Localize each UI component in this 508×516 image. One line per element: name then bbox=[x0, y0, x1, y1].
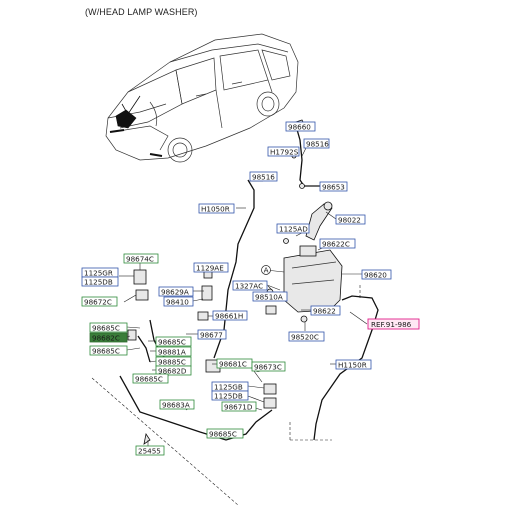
svg-text:98673C: 98673C bbox=[254, 363, 282, 372]
svg-text:98660: 98660 bbox=[288, 123, 311, 132]
label-98685c-c[interactable]: 98685C bbox=[89, 345, 128, 356]
label-98520c[interactable]: 98520C bbox=[288, 331, 325, 342]
label-1129ae[interactable]: 1129AE bbox=[193, 262, 229, 273]
label-1125db-top[interactable]: 1125DB bbox=[81, 276, 119, 287]
svg-text:98885C: 98885C bbox=[158, 358, 186, 367]
svg-text:98671D: 98671D bbox=[224, 403, 253, 412]
label-98673c[interactable]: 98673C bbox=[251, 361, 286, 372]
svg-text:98881A: 98881A bbox=[158, 348, 186, 357]
label-98510a[interactable]: 98510A bbox=[252, 291, 288, 302]
label-1125ad[interactable]: 1125AD bbox=[276, 223, 310, 234]
label-98410[interactable]: 98410 bbox=[163, 296, 194, 307]
svg-text:1129AE: 1129AE bbox=[196, 264, 224, 273]
svg-text:1125DB: 1125DB bbox=[84, 278, 113, 287]
svg-text:1125GR: 1125GR bbox=[84, 269, 113, 278]
svg-text:98520C: 98520C bbox=[291, 333, 319, 342]
callout-a-top-text: A bbox=[264, 266, 269, 275]
label-98629a[interactable]: 98629A bbox=[158, 286, 194, 297]
label-98685c-d[interactable]: 98685C bbox=[132, 373, 169, 384]
label-98682d[interactable]: 98682D bbox=[155, 365, 192, 376]
label-98685c-a[interactable]: 98685C bbox=[89, 322, 128, 333]
label-25455[interactable]: 25455 bbox=[135, 445, 165, 456]
label-98685c-b[interactable]: 98685C bbox=[155, 336, 192, 347]
svg-text:1125GB: 1125GB bbox=[214, 383, 243, 392]
svg-text:98622C: 98622C bbox=[322, 240, 350, 249]
label-h1150r[interactable]: H1150R bbox=[335, 359, 372, 370]
svg-text:98682C: 98682C bbox=[92, 334, 120, 343]
label-98682c[interactable]: 98682C bbox=[89, 332, 128, 343]
diagram-title: (W/HEAD LAMP WASHER) bbox=[85, 7, 198, 17]
label-98674c[interactable]: 98674C bbox=[123, 253, 159, 264]
svg-text:1327AC: 1327AC bbox=[235, 282, 263, 291]
callout-a-top: A bbox=[261, 265, 271, 275]
svg-text:H1792S: H1792S bbox=[270, 148, 299, 157]
vehicle-illustration bbox=[105, 33, 299, 163]
label-h1050r[interactable]: H1050R bbox=[198, 203, 235, 214]
svg-text:H1150R: H1150R bbox=[338, 361, 367, 370]
svg-text:98653: 98653 bbox=[322, 183, 345, 192]
label-98622c[interactable]: 98622C bbox=[319, 238, 356, 249]
label-98653[interactable]: 98653 bbox=[319, 181, 348, 192]
parts-drawings bbox=[127, 119, 343, 445]
svg-text:98672C: 98672C bbox=[84, 298, 112, 307]
label-98677[interactable]: 98677 bbox=[197, 329, 227, 340]
label-98516-mid[interactable]: 98516 bbox=[249, 171, 278, 182]
label-98672c[interactable]: 98672C bbox=[81, 296, 118, 307]
label-ref-91-986[interactable]: REF.91-986 bbox=[367, 318, 420, 330]
svg-text:98682D: 98682D bbox=[158, 367, 187, 376]
svg-text:25455: 25455 bbox=[138, 447, 161, 456]
svg-text:98685C: 98685C bbox=[92, 347, 120, 356]
svg-text:98683A: 98683A bbox=[162, 401, 190, 410]
label-98660[interactable]: 98660 bbox=[285, 121, 316, 132]
label-1125gb[interactable]: 1125GB bbox=[211, 381, 249, 392]
label-98620[interactable]: 98620 bbox=[361, 269, 392, 280]
svg-text:98685C: 98685C bbox=[209, 430, 237, 439]
label-h1792s[interactable]: H1792S bbox=[267, 146, 300, 157]
svg-text:98516: 98516 bbox=[252, 173, 275, 182]
label-98671d[interactable]: 98671D bbox=[221, 401, 257, 412]
svg-text:98685C: 98685C bbox=[135, 375, 163, 384]
svg-text:98620: 98620 bbox=[364, 271, 387, 280]
label-98885c[interactable]: 98885C bbox=[155, 356, 192, 367]
label-98622[interactable]: 98622 bbox=[310, 305, 341, 316]
label-1125db-bottom[interactable]: 1125DB bbox=[211, 390, 249, 401]
svg-text:98681C: 98681C bbox=[219, 360, 247, 369]
label-98881a[interactable]: 98881A bbox=[155, 346, 192, 357]
svg-text:98661H: 98661H bbox=[215, 312, 243, 321]
label-98683a[interactable]: 98683A bbox=[159, 399, 195, 410]
svg-text:98674C: 98674C bbox=[126, 255, 154, 264]
svg-text:H1050R: H1050R bbox=[201, 205, 230, 214]
svg-text:98629A: 98629A bbox=[161, 288, 189, 297]
label-98685c-e[interactable]: 98685C bbox=[206, 428, 244, 439]
svg-text:98685C: 98685C bbox=[92, 324, 120, 333]
label-98022[interactable]: 98022 bbox=[335, 214, 366, 225]
svg-text:98622: 98622 bbox=[313, 307, 336, 316]
svg-text:REF.91-986: REF.91-986 bbox=[371, 320, 412, 329]
label-98516-top[interactable]: 98516 bbox=[303, 138, 330, 149]
svg-text:98516: 98516 bbox=[306, 140, 329, 149]
svg-text:1125DB: 1125DB bbox=[214, 392, 243, 401]
label-1125gr[interactable]: 1125GR bbox=[81, 267, 119, 278]
region-boundary bbox=[91, 285, 361, 506]
svg-text:1125AD: 1125AD bbox=[279, 225, 308, 234]
svg-text:98510A: 98510A bbox=[255, 293, 283, 302]
label-98681c[interactable]: 98681C bbox=[216, 358, 253, 369]
label-1327ac[interactable]: 1327AC bbox=[232, 280, 268, 291]
svg-text:98677: 98677 bbox=[200, 331, 223, 340]
svg-text:98022: 98022 bbox=[338, 216, 361, 225]
svg-text:98410: 98410 bbox=[166, 298, 189, 307]
label-98661h[interactable]: 98661H bbox=[212, 310, 248, 321]
svg-text:98685C: 98685C bbox=[158, 338, 186, 347]
